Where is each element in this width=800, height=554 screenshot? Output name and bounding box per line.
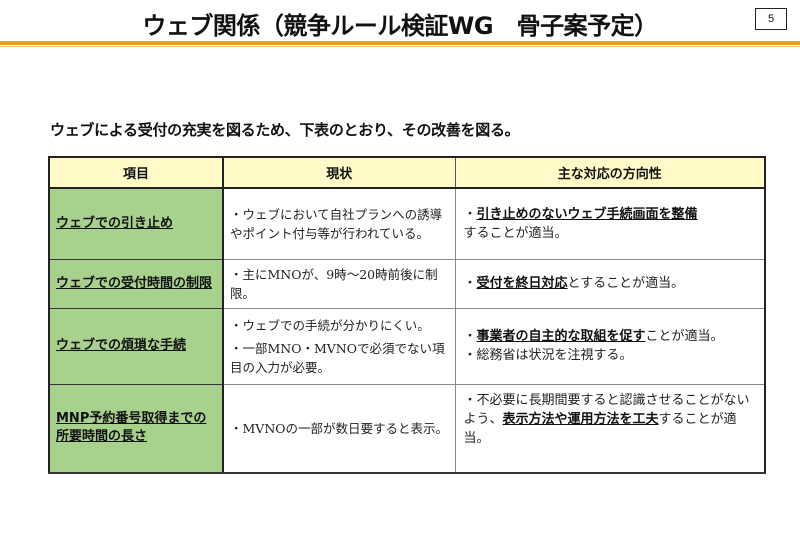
- row-item: MNP予約番号取得までの所要時間の長さ: [48, 384, 224, 474]
- direction-bullet-mark: ・: [463, 348, 477, 363]
- direction-text: とすることが適当。: [567, 276, 685, 291]
- row-current: ・ウェブにおいて自社プランへの誘導やポイント付与等が行われている。: [223, 188, 456, 260]
- col-header-current: 現状: [223, 156, 456, 189]
- direction-line: ・事業者の自主的な取組を促すことが適当。: [464, 327, 757, 346]
- col-header-direction: 主な対応の方向性: [455, 156, 766, 189]
- row-direction: ・事業者の自主的な取組を促すことが適当。 ・総務省は状況を注視する。: [455, 308, 766, 385]
- direction-bullet-mark: ・: [463, 329, 477, 344]
- direction-bullet-mark: ・: [463, 276, 477, 291]
- direction-bullet-mark: ・: [463, 206, 477, 222]
- direction-emphasis: 事業者の自主的な取組を促す: [476, 329, 646, 344]
- page-title: ウェブ関係（競争ルール検証WG 骨子案予定）: [142, 12, 658, 40]
- measures-table: 項目 現状 主な対応の方向性 ウェブでの引き止め ・ウェブにおいて自社プランへの…: [48, 156, 766, 474]
- direction-emphasis: 表示方法や運用方法を工夫: [502, 411, 659, 427]
- direction-text: 総務省は状況を注視する。: [476, 348, 633, 363]
- row-item: ウェブでの引き止め: [48, 188, 224, 260]
- row-current: ・ウェブでの手続が分かりにくい。 ・一部MNO・MVNOで必須でない項目の入力が…: [223, 308, 456, 385]
- direction-text: することが適当。: [463, 411, 737, 446]
- table-row: ウェブでの引き止め ・ウェブにおいて自社プランへの誘導やポイント付与等が行われて…: [48, 188, 766, 260]
- current-bullet: ・一部MNO・MVNOで必須でない項目の入力が必要。: [230, 340, 445, 375]
- direction-line: ・総務省は状況を注視する。: [464, 346, 757, 365]
- lead-text: ウェブによる受付の充実を図るため、下表のとおり、その改善を図る。: [50, 121, 520, 139]
- row-direction: ・不必要に長期間要すると認識させることがないよう、表示方法や運用方法を工夫するこ…: [455, 384, 766, 474]
- direction-emphasis: 引き止めのないウェブ手続画面を整備: [476, 206, 698, 222]
- row-current: ・MVNOの一部が数日要すると表示。: [223, 384, 456, 474]
- current-bullet: ・MVNOの一部が数日要すると表示。: [230, 420, 449, 436]
- title-divider: [0, 41, 800, 45]
- col-header-item: 項目: [48, 156, 224, 189]
- table-header-row: 項目 現状 主な対応の方向性: [48, 156, 766, 189]
- direction-text: 不必要に長期間要すると認識させることがないよう、: [463, 392, 750, 427]
- page-number: 5: [755, 8, 787, 30]
- table-row: MNP予約番号取得までの所要時間の長さ ・MVNOの一部が数日要すると表示。 ・…: [48, 384, 766, 474]
- title-divider-thin: [0, 46, 800, 47]
- row-item: ウェブでの煩瑣な手続: [48, 308, 224, 385]
- current-bullet: ・主にMNOが、9時～20時前後に制限。: [230, 266, 438, 301]
- direction-emphasis: 受付を終日対応: [476, 276, 568, 291]
- current-bullet: ・ウェブでの手続が分かりにくい。: [230, 317, 430, 333]
- table-row: ウェブでの受付時間の制限 ・主にMNOが、9時～20時前後に制限。 ・受付を終日…: [48, 259, 766, 309]
- current-bullet: ・ウェブにおいて自社プランへの誘導やポイント付与等が行われている。: [230, 206, 443, 241]
- direction-text: ことが適当。: [645, 329, 724, 344]
- table-row: ウェブでの煩瑣な手続 ・ウェブでの手続が分かりにくい。 ・一部MNO・MVNOで…: [48, 308, 766, 385]
- row-item: ウェブでの受付時間の制限: [48, 259, 224, 309]
- direction-bullet-mark: ・: [463, 392, 477, 408]
- row-current: ・主にMNOが、9時～20時前後に制限。: [223, 259, 456, 309]
- row-direction: ・引き止めのないウェブ手続画面を整備することが適当。: [455, 188, 766, 260]
- row-direction: ・受付を終日対応とすることが適当。: [455, 259, 766, 309]
- direction-text: することが適当。: [463, 225, 568, 241]
